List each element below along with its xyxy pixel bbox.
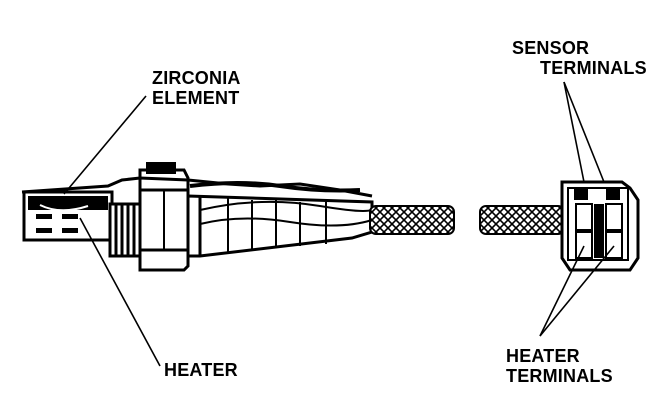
braided-cable-right (479, 205, 565, 235)
leader-heater-terminal-right (539, 245, 615, 337)
sensor-body-top (21, 176, 373, 198)
heater-label: HEATER (164, 360, 238, 380)
heater-terminals-label-line1: HEATER (506, 346, 580, 366)
sensor-tip (22, 190, 114, 242)
hex-nut (138, 162, 190, 272)
sensor-body-shell (186, 181, 374, 258)
leader-zirconia (63, 95, 147, 195)
connector (560, 180, 640, 272)
leader-sensor-terminal-right (563, 81, 605, 183)
zirconia-element-label-line1: ZIRCONIA (152, 68, 241, 88)
leader-heater (79, 217, 161, 367)
braided-cable-left (369, 205, 455, 235)
heater-terminals-label-line2: TERMINALS (506, 366, 613, 386)
leader-heater-terminal-left (539, 245, 585, 337)
sensor-terminals-label-line1: SENSOR (512, 38, 590, 58)
sensor-terminals-label-line2: TERMINALS (540, 58, 647, 78)
threaded-body (108, 202, 144, 258)
leader-sensor-terminal-left (563, 81, 585, 183)
zirconia-element-label-line2: ELEMENT (152, 88, 240, 108)
